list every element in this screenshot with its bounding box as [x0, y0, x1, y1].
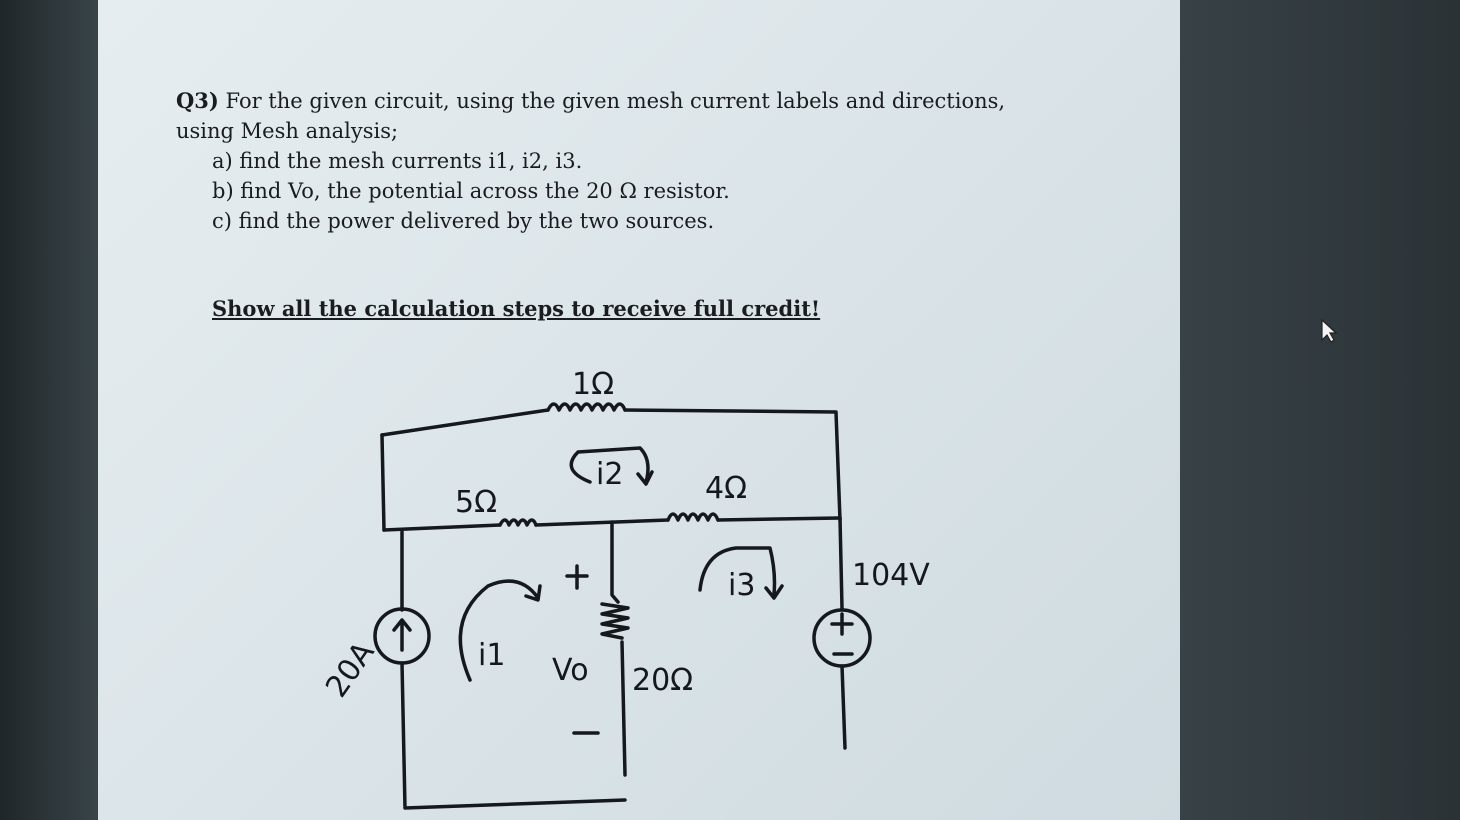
label-i2: i2: [596, 457, 623, 492]
mesh-3-arrow: [698, 546, 784, 600]
wire-top: [380, 408, 550, 437]
label-20a: 20A: [319, 635, 382, 704]
wire-middle-bottom: [620, 640, 627, 777]
wire-right-lower: [840, 664, 847, 750]
part-a: a) find the mesh currents i1, i2, i3.: [212, 149, 583, 173]
label-1ohm: 1Ω: [572, 367, 614, 402]
wire-mid-left: [382, 523, 502, 532]
label-5ohm: 5Ω: [455, 485, 497, 520]
mesh-2-arrow: [569, 446, 654, 486]
wire-left-lower: [400, 661, 627, 810]
resistor-1ohm: [546, 402, 627, 412]
label-i3: i3: [728, 568, 755, 603]
wire-right-upper: [838, 516, 844, 610]
vo-plus-icon: [565, 564, 589, 590]
wire-mid-center: [534, 518, 670, 527]
resistor-5ohm: [498, 518, 538, 527]
label-i1: i1: [478, 638, 505, 673]
question-number: Q3): [176, 88, 219, 113]
part-c: c) find the power delivered by the two s…: [212, 209, 715, 233]
label-vo: Vo: [552, 653, 589, 688]
source-plus-icon: [830, 612, 854, 636]
label-20ohm: 20Ω: [632, 663, 693, 698]
wire-top-right: [623, 408, 842, 522]
resistor-4ohm: [666, 512, 720, 522]
part-b: b) find Vo, the potential across the 20 …: [212, 179, 730, 203]
wire-left-upper: [380, 433, 386, 532]
current-source-arrow-icon: [392, 618, 412, 652]
mouse-cursor-icon: [1321, 318, 1338, 343]
mesh-1-arrow: [458, 579, 542, 682]
question-line-1: Q3) For the given circuit, using the giv…: [176, 86, 1005, 116]
label-4ohm: 4Ω: [705, 471, 747, 506]
question-block: Q3) For the given circuit, using the giv…: [176, 86, 1005, 236]
wire-middle-top: [610, 520, 620, 604]
question-text: For the given circuit, using the given m…: [225, 89, 1006, 113]
resistor-20ohm: [600, 602, 630, 640]
wire-mid-right: [716, 516, 842, 522]
question-line-2: using Mesh analysis;: [176, 119, 399, 143]
monitor-bezel-right: [1180, 0, 1460, 820]
label-104v: 104V: [852, 558, 930, 593]
monitor-bezel-left: [0, 0, 100, 820]
full-credit-notice: Show all the calculation steps to receiv…: [212, 296, 821, 321]
